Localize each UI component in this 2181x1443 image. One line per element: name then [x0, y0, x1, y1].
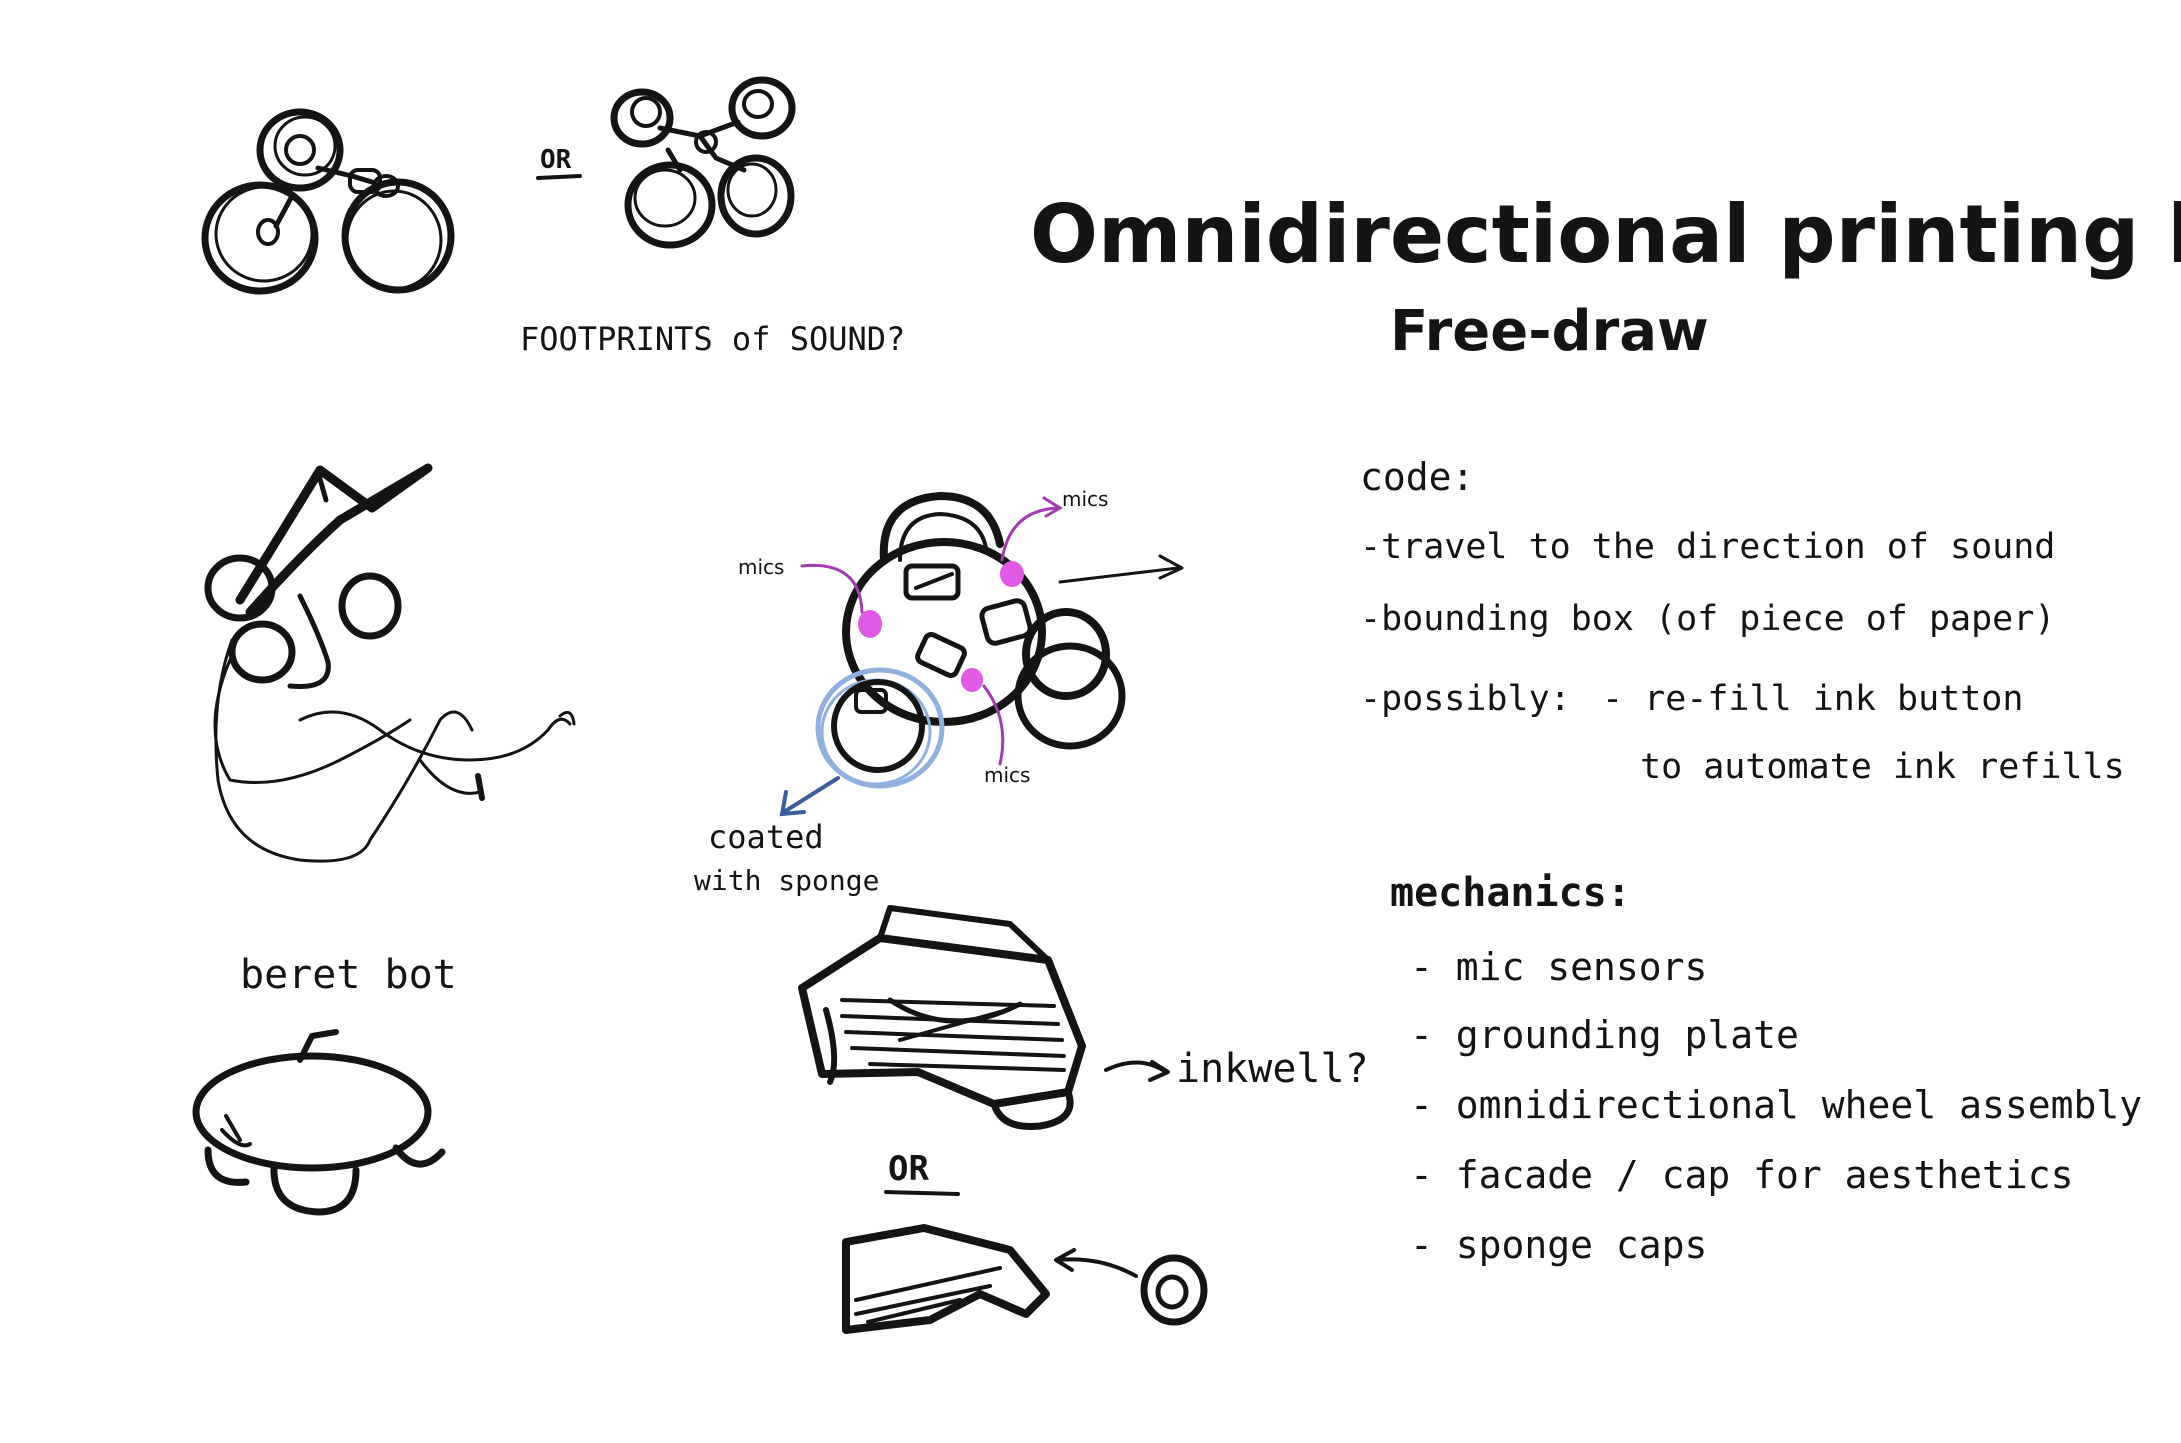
mechanics-item-1: - mic sensors	[1410, 945, 1707, 989]
mechanics-item-2: - grounding plate	[1410, 1013, 1799, 1057]
cap-arrow	[1054, 1248, 1138, 1278]
beret-bot-front-sketch	[192, 1029, 446, 1216]
code-heading: code:	[1360, 455, 1474, 499]
code-item-2: -bounding box (of piece of paper)	[1360, 599, 2055, 639]
mic-dot-bottom	[961, 668, 983, 692]
mic-leaders	[800, 496, 1063, 766]
sponge-wheel	[831, 679, 925, 773]
or-label-top: OR	[540, 145, 572, 175]
code-possibly-label: -possibly:	[1360, 679, 1571, 719]
page-subtitle: Free-draw	[1390, 299, 1709, 364]
or-underline-center	[884, 1190, 960, 1196]
beret-bot-side-sketch	[204, 463, 576, 863]
mechanics-notes: mechanics: - mic sensors - grounding pla…	[1390, 870, 2142, 1267]
code-possibly-line-2: to automate ink refills	[1640, 747, 2125, 787]
footprint-sketch-a	[201, 108, 455, 295]
inkwell-label: inkwell?	[1176, 1046, 1369, 1092]
printing-ball-top-view	[842, 492, 1184, 750]
mechanics-item-5: - sponge caps	[1410, 1223, 1707, 1267]
mic-label-left: mics	[738, 555, 784, 579]
mic-markers	[858, 561, 1024, 692]
mic-label-bottom: mics	[984, 763, 1030, 787]
sponge-cap-sketch	[842, 1224, 1208, 1334]
inkwell-arrow	[1104, 1060, 1170, 1082]
mechanics-item-3: - omnidirectional wheel assembly	[1410, 1083, 2142, 1127]
footprint-sketch-b	[610, 76, 796, 249]
mic-dot-left	[858, 610, 882, 638]
beret-bot-label: beret bot	[240, 952, 457, 998]
mechanics-heading: mechanics:	[1390, 870, 1631, 916]
or-underline-top	[536, 174, 582, 180]
code-item-1: -travel to the direction of sound	[1360, 527, 2055, 567]
code-notes: code: -travel to the direction of sound …	[1360, 455, 2125, 787]
sponge-arrow	[779, 776, 840, 817]
inkwell-sketch	[798, 905, 1086, 1131]
footprints-caption: FOOTPRINTS of SOUND?	[520, 320, 905, 358]
sponge-label-line-2: with sponge	[694, 864, 879, 897]
mic-dot-top	[1000, 561, 1024, 587]
mechanics-item-4: - facade / cap for aesthetics	[1410, 1153, 2073, 1197]
page-title: Omnidirectional printing ball	[1030, 188, 2181, 281]
sponge-label-line-1: coated	[708, 818, 824, 856]
or-label-center: OR	[888, 1149, 929, 1189]
mic-label-top: mics	[1062, 487, 1108, 511]
code-possibly-line-1: - re-fill ink button	[1602, 679, 2023, 719]
